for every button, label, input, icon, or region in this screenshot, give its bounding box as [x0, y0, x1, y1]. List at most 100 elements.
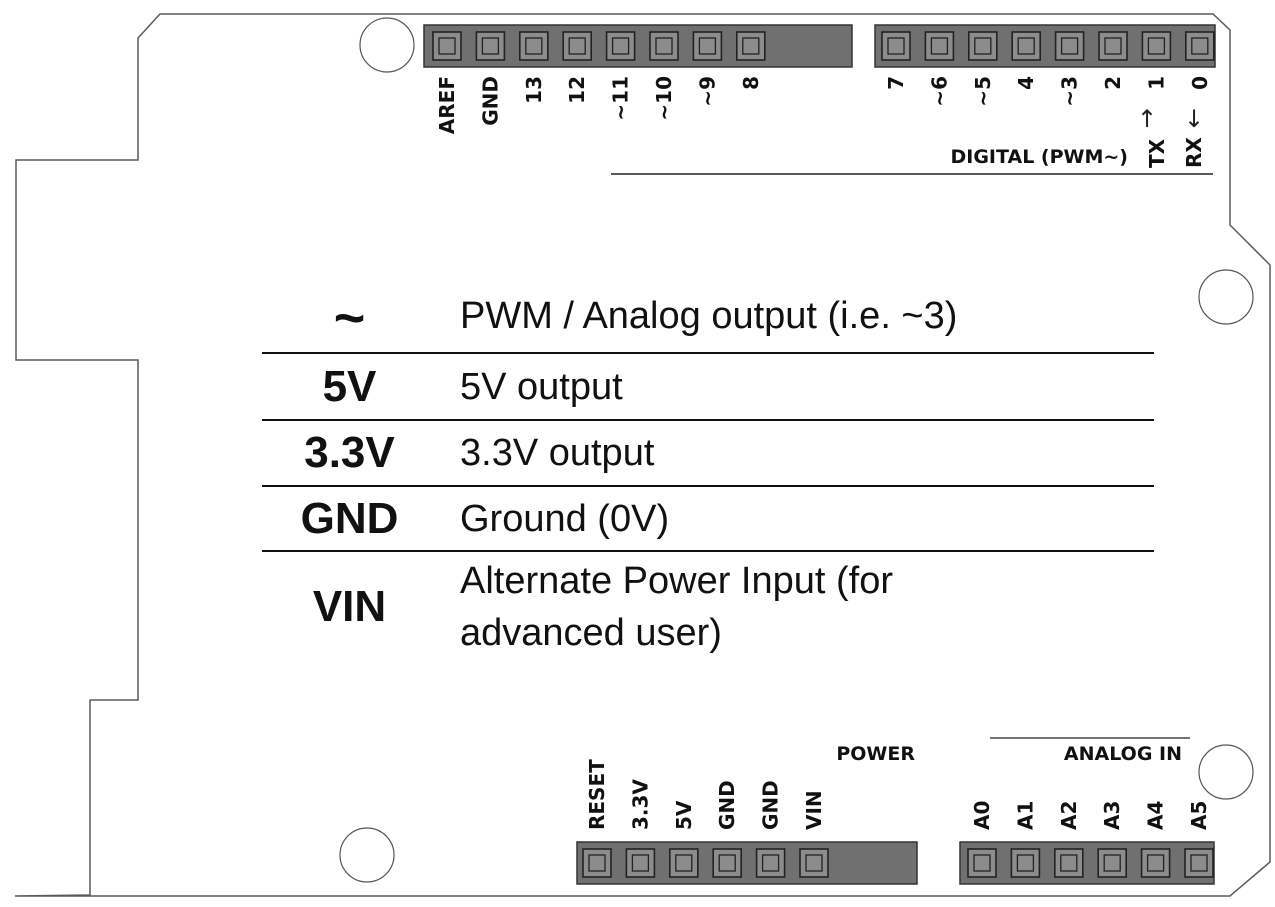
digital-pin-label-3-4: ~3 — [1058, 76, 1082, 107]
digital-pin-label-6-1: ~6 — [927, 76, 951, 107]
tx-label: TX — [1145, 138, 1169, 168]
power-pin-5v-2 — [668, 848, 699, 878]
mounting-hole-top-left — [359, 17, 415, 73]
digital-pin-label-13-2: 13 — [522, 76, 546, 104]
digital-pin-socket-6 — [698, 37, 717, 55]
digital-pin-socket-3 — [568, 37, 586, 55]
digital-pin-socket-4 — [1060, 37, 1079, 55]
analog-header — [959, 841, 1215, 885]
tx-arrow-icon: ↑ — [1137, 105, 1157, 133]
digital-pin-socket-7 — [1191, 37, 1209, 55]
legend-desc-5v: 5V output — [460, 365, 623, 408]
legend-symbol-pwm: ~ — [333, 288, 366, 348]
analog-pin-label-a1-1: A1 — [1013, 801, 1037, 830]
digital-pin-label-7-0: 7 — [884, 76, 908, 90]
digital-pin-13-2 — [518, 31, 549, 61]
digital-pin-socket-0 — [438, 37, 456, 55]
analog-pin-socket-0 — [973, 854, 991, 872]
digital-pin-socket-4 — [611, 37, 630, 55]
digital-pwm-label: DIGITAL (PWM~) — [951, 146, 1129, 168]
digital-pin-socket-5 — [1104, 37, 1122, 55]
power-pin-gnd-3 — [712, 848, 743, 878]
power-pin-label-gnd-4: GND — [759, 780, 783, 830]
digital-pin-6-1 — [924, 31, 955, 61]
pin-legend-table: ~ PWM / Analog output (i.e. ~3) 5V 5V ou… — [262, 280, 1154, 662]
digital-pin-2-5 — [1098, 31, 1128, 61]
legend-symbol-vin: VIN — [312, 582, 387, 631]
digital-pin-label-8-7: 8 — [739, 76, 763, 90]
digital-pin-socket-0 — [887, 37, 905, 55]
digital-pin-7-0 — [881, 31, 911, 61]
digital-pin-1-6 — [1141, 31, 1172, 61]
digital-pin-socket-3 — [1017, 37, 1035, 55]
power-pin-label-gnd-3: GND — [715, 780, 739, 830]
legend-desc-3v3: 3.3V output — [460, 432, 655, 474]
digital-pin-socket-2 — [974, 37, 992, 55]
digital-pin-label-1-6: 1 — [1144, 76, 1168, 90]
power-pin-label-reset-0: RESET — [585, 759, 609, 830]
digital-pin-socket-1 — [930, 37, 949, 55]
digital-pin-label-11-4: ~11 — [609, 76, 633, 121]
power-pin-vin-5 — [799, 848, 829, 878]
digital-pin-label-5-2: ~5 — [971, 76, 995, 107]
digital-pin-4-3 — [1011, 31, 1042, 61]
legend-desc-vin: Alternate Power Input (for advanced user… — [460, 560, 893, 654]
power-pin-gnd-4 — [755, 848, 786, 878]
mounting-hole-bottom-left — [339, 827, 395, 883]
power-pin-socket-2 — [675, 854, 693, 872]
digital-pin-label-9-6: ~9 — [695, 76, 719, 107]
analog-pin-label-a3-3: A3 — [1100, 801, 1124, 830]
power-pin-label-5v-2: 5V — [672, 800, 696, 830]
digital-pin-label-aref-0: AREF — [435, 76, 459, 134]
mounting-hole-bottom-right — [1198, 744, 1254, 800]
analog-pin-label-a0-0: A0 — [970, 801, 994, 830]
analog-pin-a1-1 — [1010, 848, 1041, 878]
digital-pin-aref-0 — [432, 31, 462, 61]
legend-row-5v: 5V 5V output — [262, 354, 1154, 421]
legend-symbol-5v: 5V — [322, 361, 377, 411]
analog-pin-a4-4 — [1140, 848, 1171, 878]
analog-pin-a2-2 — [1054, 848, 1084, 878]
digital-pin-socket-6 — [1147, 37, 1166, 55]
digital-pin-10-5 — [649, 31, 679, 61]
analog-in-label: ANALOG IN — [1064, 743, 1182, 765]
analog-pin-socket-2 — [1060, 854, 1078, 872]
legend-desc-pwm: PWM / Analog output (i.e. ~3) — [460, 295, 958, 337]
digital-pin-socket-5 — [655, 37, 673, 55]
analog-pin-socket-3 — [1103, 854, 1121, 872]
power-pin-3-3v-1 — [625, 848, 656, 878]
power-pin-label-3-3v-1: 3.3V — [628, 779, 652, 830]
analog-pin-a0-0 — [967, 848, 997, 878]
analog-pin-label-a5-5: A5 — [1187, 801, 1211, 830]
digital-pin-5-2 — [967, 31, 998, 61]
legend-symbol-gnd: GND — [300, 493, 399, 543]
analog-pin-a3-3 — [1097, 848, 1127, 878]
legend-row-vin: VIN Alternate Power Input (for advanced … — [262, 552, 1154, 662]
legend-desc-gnd: Ground (0V) — [460, 497, 670, 540]
power-label: POWER — [836, 743, 915, 765]
digital-pin-11-4 — [605, 31, 636, 61]
digital-pin-8-7 — [735, 31, 766, 61]
digital-pin-12-3 — [562, 31, 593, 61]
digital-pin-3-4 — [1054, 31, 1085, 61]
analog-pin-socket-4 — [1146, 854, 1165, 872]
digital-pin-label-4-3: 4 — [1014, 76, 1038, 90]
power-pin-socket-3 — [718, 854, 736, 872]
power-pin-socket-4 — [761, 854, 780, 872]
power-pin-label-vin-5: VIN — [802, 790, 826, 830]
power-pin-socket-1 — [631, 854, 650, 872]
board-outline — [14, 13, 1271, 897]
digital-pin-socket-1 — [481, 37, 500, 55]
power-pin-socket-0 — [588, 854, 606, 872]
legend-row-pwm: ~ PWM / Analog output (i.e. ~3) — [262, 280, 1154, 354]
power-pin-group: RESET 3.3V 5V GND GND VIN — [582, 759, 829, 878]
analog-pin-socket-5 — [1190, 854, 1208, 872]
digital-pin-gnd-1 — [475, 31, 506, 61]
legend-row-3v3: 3.3V 3.3V output — [262, 421, 1154, 487]
digital-pin-label-gnd-1: GND — [478, 76, 502, 126]
digital-pin-socket-2 — [525, 37, 543, 55]
